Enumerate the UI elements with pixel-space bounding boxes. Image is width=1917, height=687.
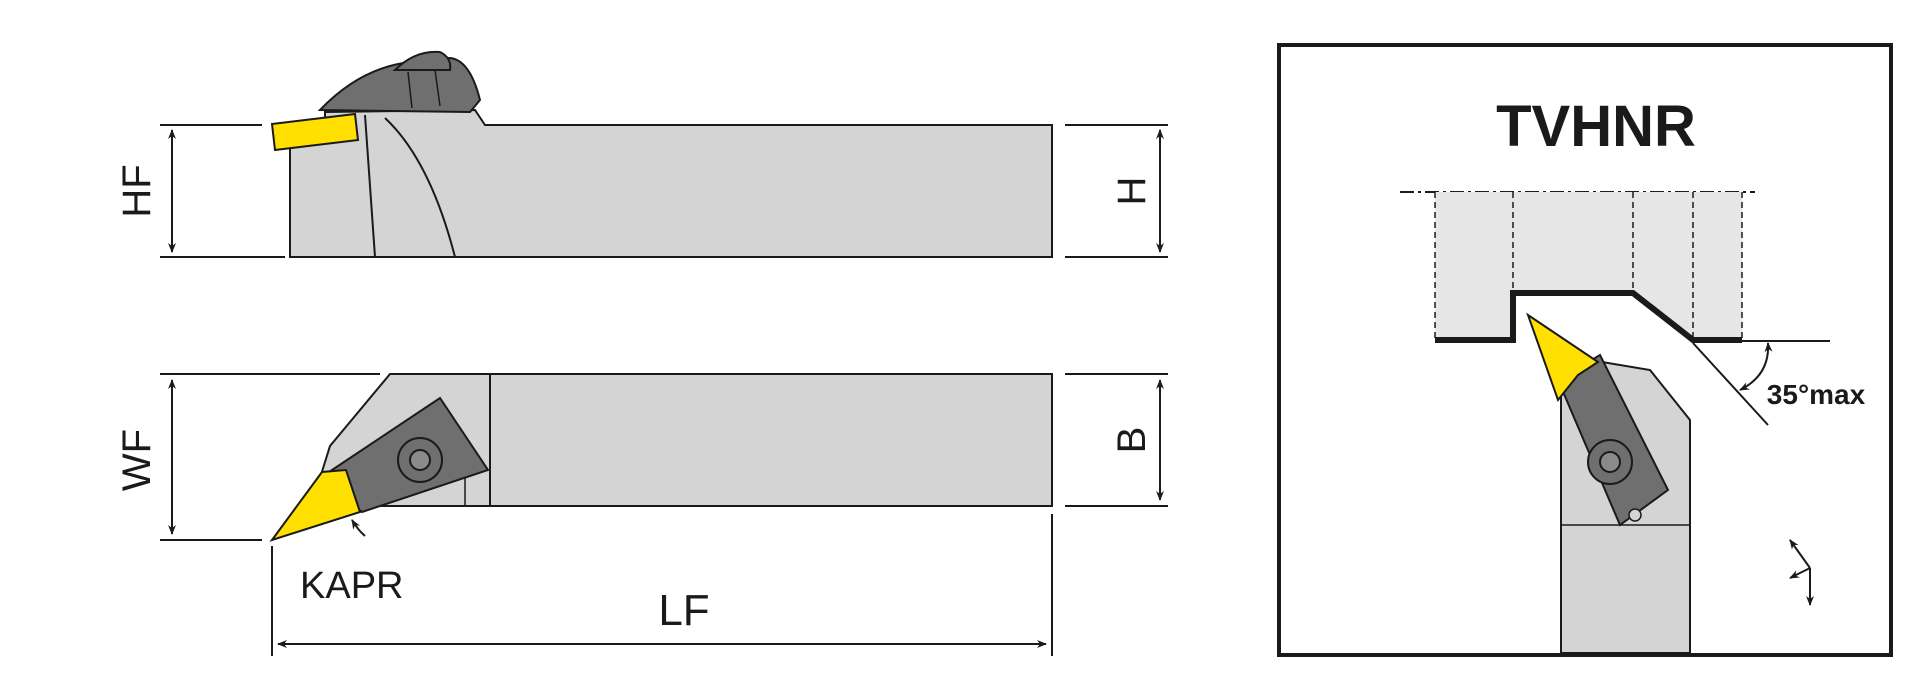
label-kapr: KAPR xyxy=(300,565,403,607)
insert-top xyxy=(269,468,362,542)
insert-side xyxy=(270,112,360,152)
side-view: HF H xyxy=(115,50,1168,258)
label-h: H xyxy=(1110,177,1154,206)
top-view: WF B KAPR LF xyxy=(115,373,1168,656)
label-wf: WF xyxy=(115,429,159,491)
label-angle: 35°max xyxy=(1767,379,1866,410)
application-panel: TVHNR 35°max xyxy=(1277,43,1893,657)
label-hf: HF xyxy=(115,164,159,217)
insert-application xyxy=(1526,312,1600,403)
holder-shank-side xyxy=(289,108,1053,258)
workpiece-profile xyxy=(1435,290,1742,343)
label-b: B xyxy=(1110,427,1154,454)
title-tvhnr: TVHNR xyxy=(1496,94,1696,159)
label-lf: LF xyxy=(658,586,709,635)
